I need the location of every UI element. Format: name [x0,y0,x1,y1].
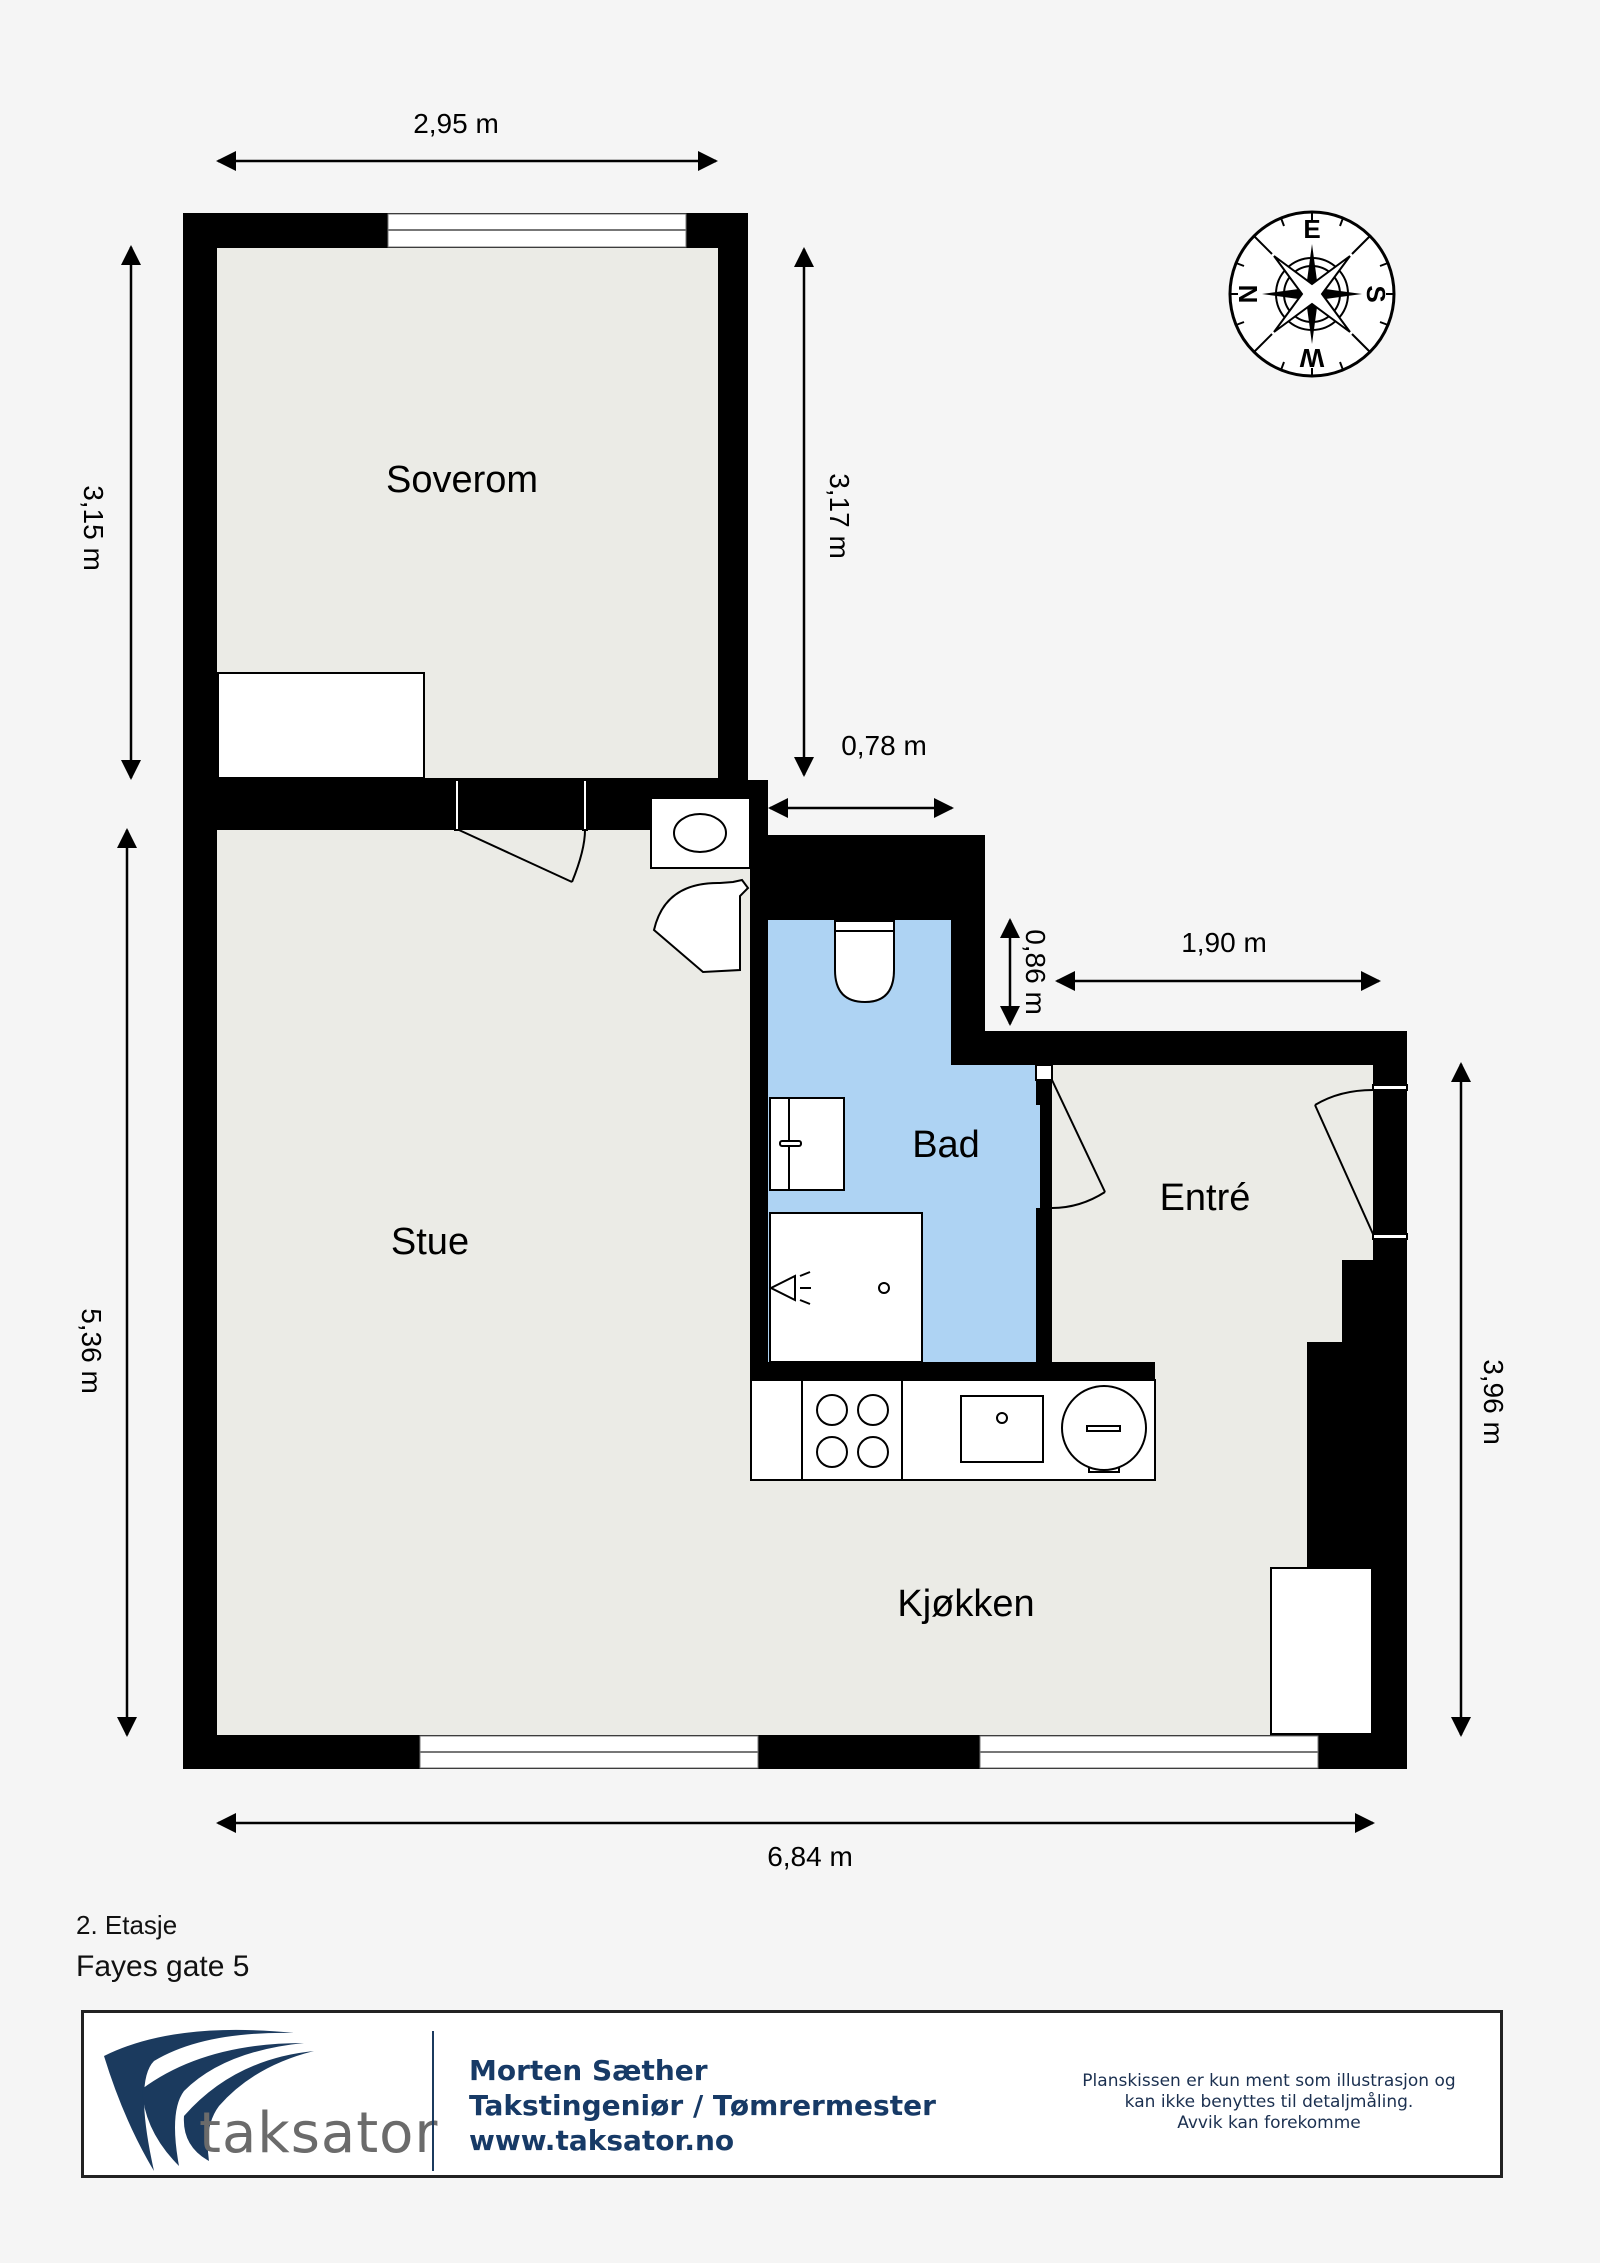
dim-step-width: 0,78 m [841,730,927,761]
company-name: Morten Sæther [469,2054,708,2087]
compass-right-letter: S [1361,285,1391,302]
company-website-link[interactable]: www.taksator.no [469,2124,735,2157]
dim-bottom-width: 6,84 m [767,1841,853,1872]
bedroom-wardrobe [217,672,425,779]
kitchen-counter [750,1379,1156,1481]
disclaimer-line: Avvik kan forekomme [1177,2113,1361,2133]
logo-text: taksator [199,2101,439,2166]
address-label: Fayes gate 5 [76,1950,250,1983]
room-label-bad: Bad [912,1124,980,1166]
disclaimer-line: kan ikke benyttes til detaljmåling. [1124,2092,1414,2112]
dim-left-lower: 5,36 m [76,1308,107,1394]
room-labels: Soverom Stue Bad Entré Kjøkken [386,459,1250,1625]
floor-plan: Soverom Stue Bad Entré Kjøkken 2,95 m 3,… [76,108,1509,1872]
toilet [834,920,895,1004]
floor-label: 2. Etasje [76,1910,178,1940]
compass-top-letter: E [1303,214,1320,244]
stove-icon [816,1394,889,1468]
dim-entre-width: 1,90 m [1181,927,1267,958]
windows [387,213,1319,1769]
living-kitchen-floor [217,830,1373,1735]
room-label-entre: Entré [1160,1177,1251,1219]
washing-machine-icon [652,878,750,974]
doors [454,779,1408,1240]
dim-left-upper: 3,15 m [78,485,109,571]
company-title: Takstingeniør / Tømrermester [469,2089,936,2122]
fixtures [217,672,1373,1735]
footer-banner: taksator Morten Sæther Takstingeniør / T… [81,2010,1503,2178]
dim-step-height: 0,86 m [1020,929,1051,1015]
company-info: Morten Sæther Takstingeniør / Tømrermest… [469,2053,936,2158]
dimension-labels: 2,95 m 3,15 m 5,36 m 3,17 m 0,78 m 0,86 … [76,108,1509,1872]
logo-swoosh-icon [104,2029,314,2171]
kitchen-cabinet [1270,1567,1373,1735]
compass-left-letter: N [1233,285,1263,304]
room-label-stue: Stue [391,1221,469,1263]
door-entrance [1314,1084,1408,1240]
washbasin-hall [650,797,751,869]
compass-bottom-letter: W [1299,343,1324,373]
kitchen-sink-icon [960,1395,1044,1463]
footer-divider [432,2031,434,2171]
room-label-kjokken: Kjøkken [897,1583,1034,1625]
shower [768,1212,923,1363]
disclaimer: Planskissen er kun ment som illustrasjon… [1044,2071,1494,2134]
disclaimer-line: Planskissen er kun ment som illustrasjon… [1082,2071,1456,2091]
dimension-lines [117,151,1471,1833]
taksator-logo: taksator [94,2021,474,2171]
dim-right-height: 3,96 m [1478,1359,1509,1445]
dim-top-width: 2,95 m [413,108,499,139]
door-bedroom [454,779,588,883]
dim-mid-vertical: 3,17 m [824,473,855,559]
compass-icon: E N S W [1228,210,1396,378]
door-bathroom [1035,1064,1106,1209]
bathroom-sink [769,1097,845,1191]
room-label-soverom: Soverom [386,459,538,501]
water-heater-icon [1061,1385,1147,1473]
